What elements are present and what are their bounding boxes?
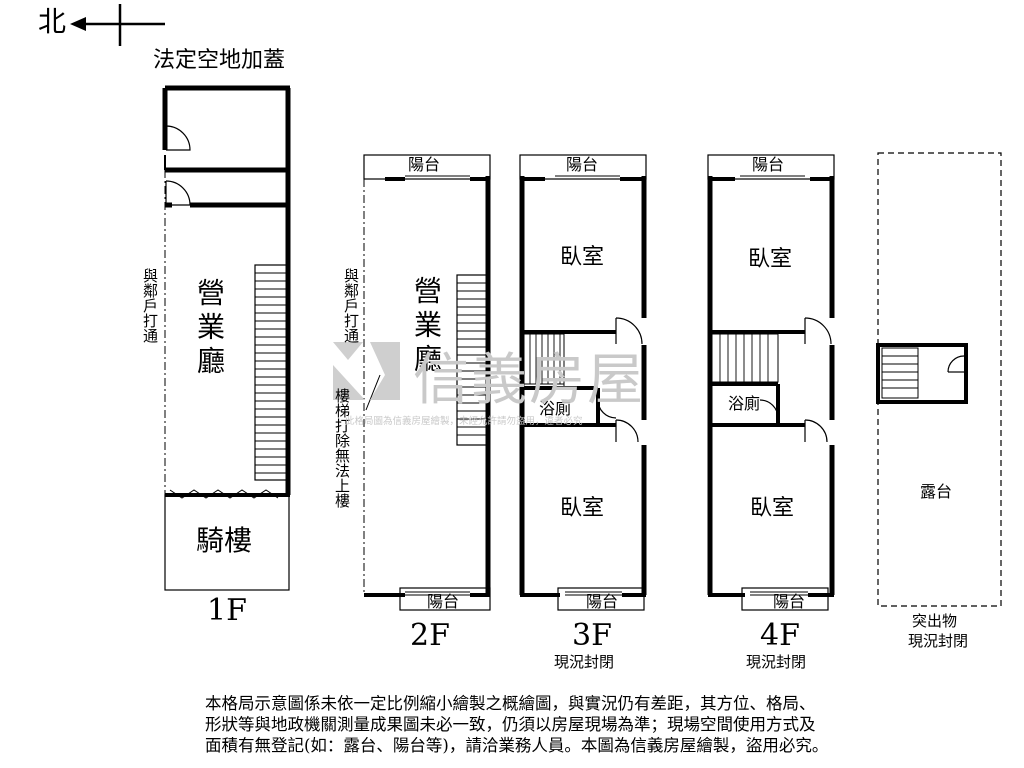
balcony-3f-top-label: 陽台 [566,155,599,174]
north-arrow-icon [70,4,165,46]
stairs-removed-note: 樓梯打除無法上樓 [333,388,351,508]
roof-status-line2: 現況封閉 [908,632,969,650]
floor-1f-plan [162,85,291,591]
brand-logo-icon [333,342,400,400]
status-3f-label: 現況封閉 [554,653,615,671]
floor-2f-plan [363,154,491,611]
bedroom-4f-bottom-label: 臥室 [750,496,795,521]
legal-addition-label: 法定空地加蓋 [153,48,286,73]
disclaimer-line-3: 面積有無登記(如：露台、陽台等)，請洽業務人員。本圖為信義房屋繪製，盜用必究。 [205,736,829,755]
bedroom-3f-bottom-label: 臥室 [560,496,605,521]
bedroom-3f-top-label: 臥室 [560,245,605,270]
balcony-2f-bottom-label: 陽台 [427,592,460,611]
floor-1f-label: 1F [207,593,247,628]
roof-plan [876,152,1002,607]
watermark-brand: 信義房屋 [413,348,645,413]
disclaimer-line-2: 形狀等與地政機關測量成果圖未必一致，仍須以房屋現場為準；現場空間使用方式及 [205,715,816,734]
balcony-3f-bottom-label: 陽台 [586,592,619,611]
bathroom-4f-label: 浴廁 [728,394,761,413]
business-hall-1f-label: 營業廳 [193,278,226,380]
roof-status-line1: 突出物 [912,612,958,630]
balcony-2f-top-label: 陽台 [408,155,441,174]
disclaimer-line-1: 本格局示意圖係未依一定比例縮小繪製之概繪圖，與實況仍有差距，其方位、格局、 [205,694,816,713]
floor-3f-label: 3F [572,618,612,653]
bathroom-3f-label: 浴廁 [539,399,572,418]
floor-4f-plan [707,154,835,611]
bedroom-4f-top-label: 臥室 [748,247,793,272]
status-4f-label: 現況封閉 [746,653,807,671]
north-label: 北 [38,5,67,38]
balcony-4f-top-label: 陽台 [752,155,785,174]
floor-4f-label: 4F [760,618,800,653]
watermark-note: 此格局圖為信義房屋繪製，未經允許請勿盜用，違者必究 [345,416,583,427]
neighbor-open-1f-note: 與鄰戶打通 [141,268,159,343]
floor-2f-label: 2F [410,618,450,653]
floor-3f-plan [519,154,647,611]
disclaimer: 本格局示意圖係未依一定比例縮小繪製之概繪圖，與實況仍有差距，其方位、格局、 形狀… [205,693,828,756]
business-hall-2f-label: 營業廳 [410,276,443,378]
neighbor-open-2f-note: 與鄰戶打通 [342,268,360,343]
terrace-label: 露台 [920,482,953,501]
balcony-4f-bottom-label: 陽台 [773,592,806,611]
arcade-label: 騎樓 [196,524,253,557]
